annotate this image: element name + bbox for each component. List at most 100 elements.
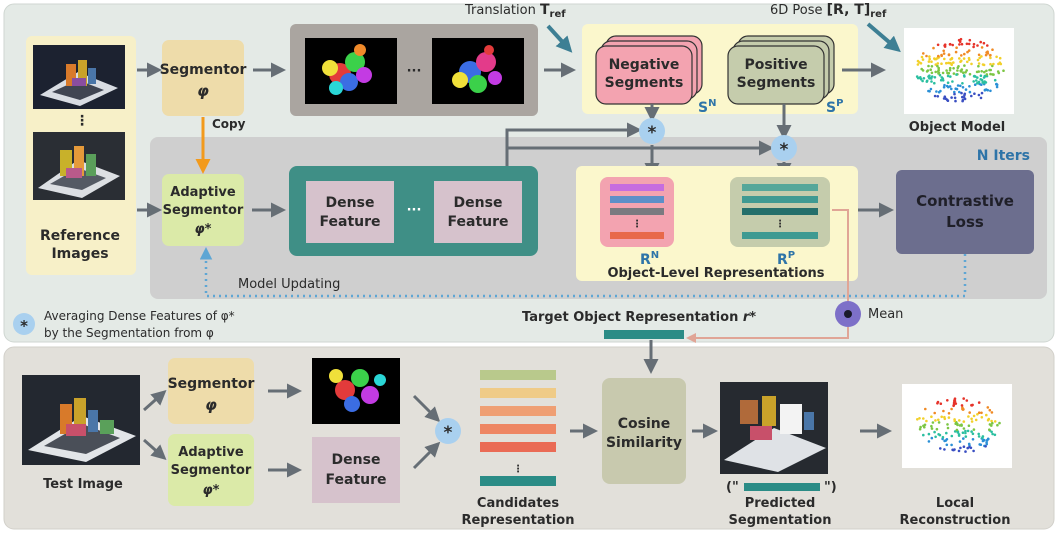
- objModel-point: [934, 70, 937, 74]
- predicted-label: Predicted: [745, 496, 816, 511]
- legend-line-2: by the Segmentation from φ: [44, 326, 214, 340]
- localRecon-point: [985, 441, 988, 444]
- objModel-point: [988, 68, 991, 72]
- rnBars-bar-3: [610, 232, 664, 239]
- objModel-point: [941, 71, 945, 75]
- negative-segments-label: Segments: [605, 75, 684, 91]
- s-n-label: SN: [698, 98, 716, 116]
- localRecon-point: [962, 420, 966, 423]
- objModel-point: [948, 85, 952, 88]
- candidates-label: Candidates: [477, 496, 559, 511]
- localRecon-point: [952, 404, 955, 408]
- objModel-point: [930, 75, 934, 78]
- positive-segments-label: Segments: [737, 75, 816, 91]
- positive-label: Positive: [744, 57, 807, 73]
- averaging-operator-negative: [639, 118, 665, 144]
- rnBars-bar-0: [610, 184, 664, 191]
- objModel-point: [930, 71, 934, 75]
- objModel-point: [960, 68, 964, 71]
- localRecon-point: [970, 430, 973, 433]
- localRecon-point: [974, 418, 978, 422]
- adaptive-segmentor-box-top: [162, 174, 244, 246]
- localRecon-point: [970, 420, 974, 423]
- adaptive-segmentor-box-bottom: [168, 434, 254, 506]
- cosine-label: Cosine: [618, 416, 671, 432]
- quote-open: (": [726, 480, 739, 495]
- localRecon-point: [964, 429, 967, 433]
- objModel-point: [937, 90, 941, 94]
- objModel-point: [925, 54, 928, 58]
- r-p-label: RP: [777, 250, 795, 268]
- localRecon-point: [950, 407, 953, 411]
- localRecon-point: [953, 448, 956, 451]
- objModel-point: [989, 72, 992, 76]
- objModel-point: [955, 46, 958, 49]
- asterisk-positive: *: [780, 140, 789, 160]
- localRecon-point: [962, 397, 965, 400]
- objModel-point: [963, 64, 966, 67]
- objModel-point: [930, 60, 933, 63]
- localRecon-point: [979, 443, 983, 447]
- localRecon-point: [931, 421, 935, 424]
- mean-label: Mean: [868, 307, 903, 322]
- objModel-point: [939, 78, 943, 82]
- feature-label-2: Feature: [448, 214, 509, 230]
- localRecon-point: [977, 401, 981, 404]
- target-rep-bar: [604, 330, 684, 339]
- objModel-point: [925, 80, 929, 83]
- r-p-vdots: ⋮: [775, 219, 785, 230]
- phi-label-top: φ: [197, 82, 209, 100]
- objModel-point: [957, 65, 960, 68]
- localRecon-point: [930, 415, 933, 419]
- objModel-point: [966, 60, 969, 64]
- copy-label: Copy: [212, 117, 246, 131]
- localRecon-point: [961, 408, 965, 411]
- representation-label: Representation: [461, 513, 574, 528]
- feature-label-1: Feature: [320, 214, 381, 230]
- localRecon-point: [990, 419, 993, 423]
- phi-label-bottom: φ: [205, 396, 217, 414]
- objModel-point: [985, 69, 988, 73]
- objModel-point: [952, 61, 955, 64]
- s-p-label: SP: [826, 98, 843, 116]
- localRecon-point: [967, 424, 971, 428]
- reference-image-1: [33, 45, 125, 109]
- adaptive-label-top: Adaptive: [170, 185, 236, 200]
- objModel-point: [948, 66, 952, 70]
- localRecon-point: [970, 417, 973, 421]
- objModel-point: [937, 54, 940, 58]
- objModel-point: [981, 63, 985, 66]
- objModel-point: [943, 83, 946, 87]
- localRecon-point: [988, 428, 991, 432]
- objModel-point: [919, 76, 922, 79]
- objModel-point: [946, 72, 950, 75]
- objModel-point: [973, 74, 976, 78]
- localRecon-point: [922, 417, 925, 420]
- localRecon-point: [957, 434, 961, 437]
- objModel-point: [972, 42, 976, 46]
- objModel-point: [942, 49, 945, 53]
- segmentor-box-top: [162, 40, 244, 116]
- objModel-point: [961, 82, 964, 85]
- objModel-point: [926, 69, 930, 72]
- legend-line-1: Averaging Dense Features of φ*: [44, 309, 235, 323]
- object-model-label: Object Model: [909, 120, 1006, 135]
- localRecon-point: [930, 424, 933, 428]
- localRecon-point: [953, 419, 956, 423]
- objModel-point: [947, 53, 951, 56]
- objModel-point: [942, 97, 946, 100]
- localRecon-point: [939, 447, 942, 450]
- objModel-point: [989, 62, 992, 66]
- averaging-operator-bottom: [435, 418, 461, 444]
- objModel-point: [961, 95, 964, 99]
- objModel-point: [972, 80, 975, 83]
- candBars-bar-1: [480, 388, 556, 398]
- localRecon-point: [980, 411, 983, 415]
- feature-label-bottom: Feature: [326, 472, 387, 488]
- segmentor-label-top: Segmentor: [160, 62, 247, 78]
- localRecon-point: [984, 445, 987, 448]
- objModel-point: [964, 71, 967, 74]
- objModel-point: [956, 84, 960, 87]
- localRecon-point: [935, 427, 939, 431]
- localRecon-point: [993, 420, 997, 423]
